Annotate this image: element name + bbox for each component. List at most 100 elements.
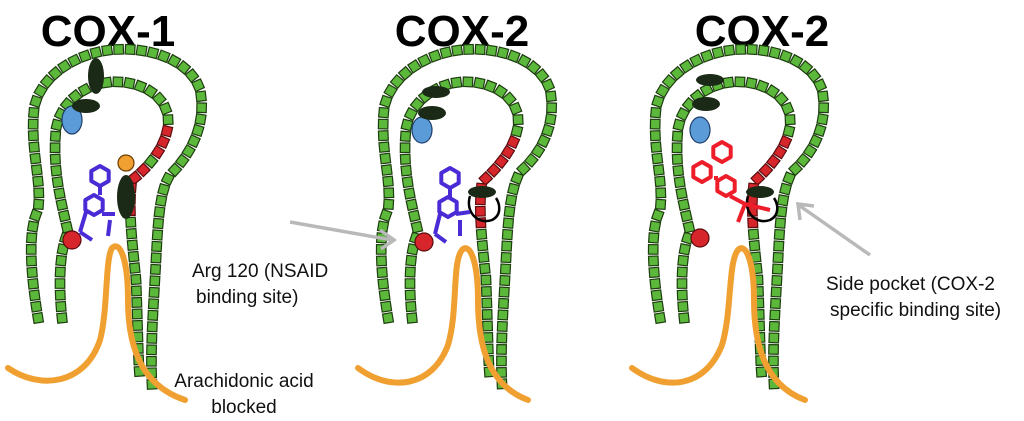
protein-segment (481, 297, 493, 309)
protein-segment (788, 53, 804, 69)
protein-segment (191, 123, 205, 138)
protein-segment (768, 320, 780, 332)
protein-segment (405, 254, 418, 267)
side-pocket-label-line2: specific binding site) (830, 300, 1001, 321)
protein-segment (389, 73, 405, 90)
protein-segment (158, 101, 173, 116)
protein-segment (652, 163, 665, 176)
protein-segment (196, 102, 208, 114)
protein-segment (813, 123, 827, 138)
protein-segment (378, 141, 390, 153)
protein-segment (768, 355, 779, 367)
protein-segment (462, 76, 474, 88)
protein-segment (463, 43, 475, 55)
protein-segment (816, 113, 829, 126)
protein-segment (383, 83, 398, 99)
side-pocket-label-line1: Side pocket (COX-2 (826, 274, 995, 295)
protein-segment (675, 187, 688, 200)
arachidonic-label-line2: blocked (211, 397, 277, 418)
protein-segment (101, 44, 114, 57)
protein-segment (54, 289, 66, 301)
protein-segment (146, 321, 158, 333)
protein-segment (649, 277, 662, 290)
protein-segment (135, 44, 148, 57)
protein-segment (649, 130, 661, 142)
protein-segment (745, 76, 758, 90)
protein-segment (477, 251, 490, 264)
protein-segment (57, 58, 72, 74)
protein-segment (133, 79, 148, 94)
protein-segment (534, 68, 550, 84)
protein-segment (49, 153, 61, 165)
protein-segment (650, 208, 665, 223)
protein-segment (734, 76, 746, 88)
protein-segment (682, 220, 696, 234)
protein-segment (148, 286, 160, 299)
residue-dark-2b (418, 106, 446, 120)
protein-segment (377, 118, 389, 130)
protein-segment (498, 286, 510, 298)
protein-segment (648, 220, 662, 233)
protein-segment (125, 216, 137, 228)
protein-segment (39, 73, 55, 90)
protein-segment (496, 355, 507, 367)
protein-segment (130, 285, 142, 297)
protein-segment (700, 49, 714, 63)
protein-segment (677, 198, 691, 212)
protein-segment (113, 43, 125, 55)
protein-segment (647, 244, 659, 255)
residue-dark-1a (88, 58, 104, 94)
protein-segment (174, 153, 190, 169)
protein-segment (651, 152, 664, 165)
arg120-residue-1 (62, 230, 82, 250)
protein-segment (403, 187, 416, 200)
protein-segment (383, 187, 395, 199)
protein-segment (156, 49, 171, 64)
protein-segment (407, 58, 422, 74)
protein-segment (26, 266, 38, 279)
protein-segment (480, 285, 492, 298)
protein-segment (649, 106, 662, 119)
protein-segment (655, 83, 670, 99)
protein-segment (49, 130, 62, 142)
protein-segment (186, 134, 201, 149)
protein-segment (504, 194, 518, 207)
protein-segment (28, 289, 41, 302)
protein-segment (451, 44, 464, 57)
protein-segment (146, 46, 160, 60)
protein-segment (132, 319, 144, 331)
protein-segment (379, 152, 392, 165)
protein-chains (25, 43, 830, 390)
protein-segment (672, 118, 686, 132)
protein-segment (152, 217, 165, 230)
side-pocket-outline-3 (745, 195, 779, 223)
protein-segment (496, 320, 508, 333)
protein-segment (404, 266, 416, 278)
heme-site-2 (411, 116, 433, 144)
protein-segment (676, 278, 688, 289)
arg120-arrowhead (378, 228, 398, 251)
ile523-residue (117, 154, 135, 172)
chain-path (31, 49, 201, 385)
protein-segment (768, 332, 780, 344)
protein-segment (778, 49, 793, 64)
protein-segment (397, 65, 413, 81)
protein-segment (167, 162, 183, 178)
protein-segment (776, 194, 790, 207)
protein-segment (798, 59, 814, 75)
protein-segment-red (486, 162, 502, 178)
arg120-arrow (289, 220, 393, 242)
protein-segment (699, 82, 715, 98)
protein-segment (160, 171, 176, 186)
protein-segment (515, 161, 532, 177)
protein-segment (56, 312, 68, 324)
protein-segment (49, 142, 61, 154)
protein-segment (151, 229, 164, 241)
protein-segment (125, 227, 138, 240)
protein-segment-red (493, 154, 509, 170)
protein-segment (407, 209, 421, 223)
protein-segment (676, 266, 688, 278)
protein-segment (27, 118, 39, 130)
protein-segment (813, 78, 828, 93)
protein-segment (32, 175, 44, 188)
